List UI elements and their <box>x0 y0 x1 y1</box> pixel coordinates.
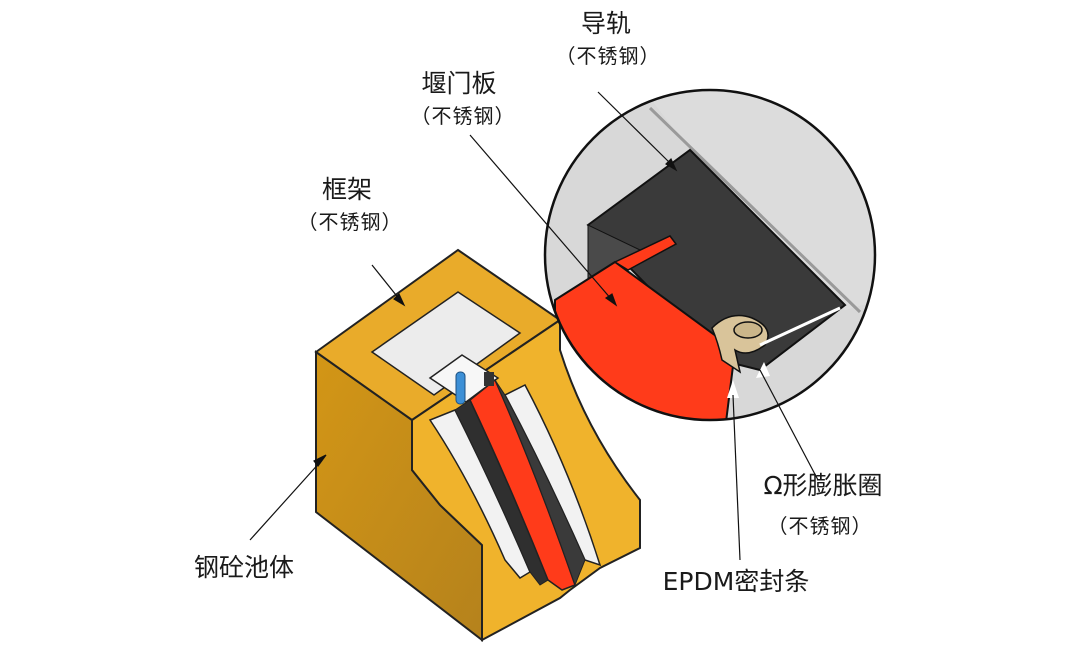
label-gate-plate-material: （不锈钢） <box>410 104 516 128</box>
label-gate-plate: 堰门板 <box>421 69 497 98</box>
rail-curve-dark <box>494 379 586 587</box>
leader-guide-rail <box>597 91 673 166</box>
label-frame-material: （不锈钢） <box>297 210 403 234</box>
blue-rod <box>455 371 466 405</box>
label-epdm-strip: EPDM密封条 <box>662 567 810 596</box>
zoom-circle-border <box>543 88 877 422</box>
leader-concrete <box>249 459 323 541</box>
zoom-detail <box>543 88 877 422</box>
zoom-wall <box>640 90 875 310</box>
leader-omega <box>759 369 819 481</box>
leader-frame <box>371 264 401 301</box>
leader-gate-plate <box>469 134 613 301</box>
label-guide-rail: 导轨 <box>580 9 631 38</box>
concrete-block <box>314 248 641 643</box>
frame-top-inset <box>370 291 522 396</box>
label-omega-ring: Ω形膨胀圈 <box>763 471 883 500</box>
label-frame: 框架 <box>321 175 372 204</box>
leader-lines <box>249 91 819 561</box>
label-guide-rail-material: （不锈钢） <box>555 44 661 68</box>
rail-stub <box>484 372 494 386</box>
label-omega-ring-material: （不锈钢） <box>767 514 873 538</box>
label-concrete-body: 钢砼池体 <box>193 553 294 582</box>
leader-epdm <box>732 394 741 561</box>
